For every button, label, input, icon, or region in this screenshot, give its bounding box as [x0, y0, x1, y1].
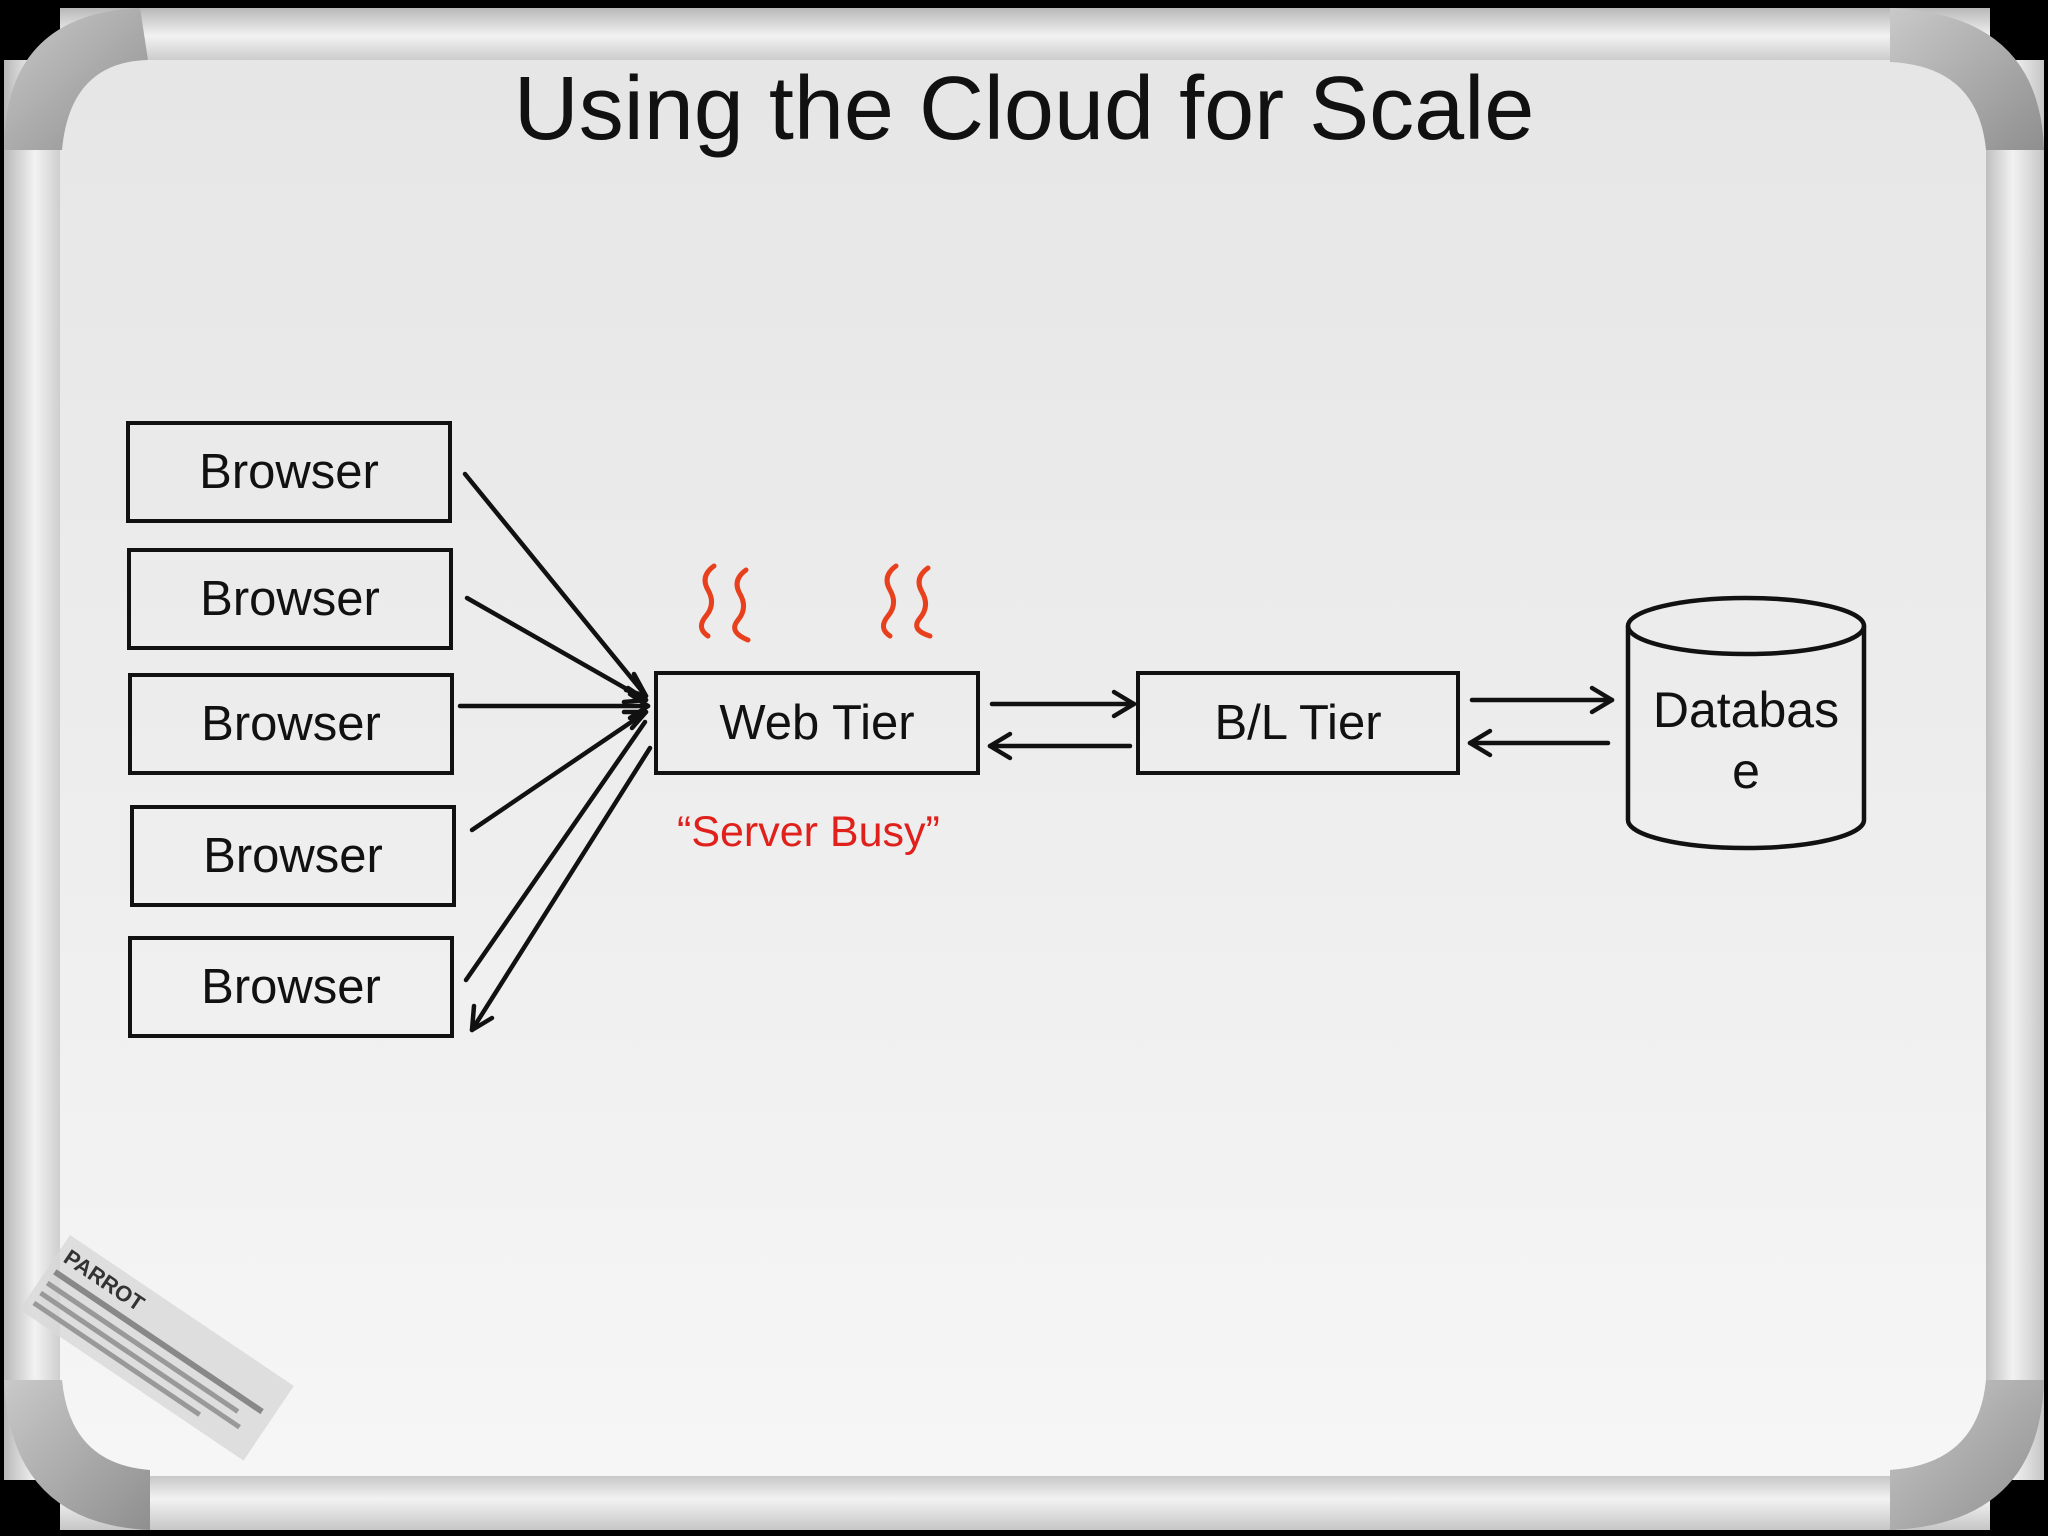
- board-frame-top: [60, 8, 1990, 64]
- browser-node: Browser: [128, 673, 454, 775]
- database-label-line1: Databas: [1652, 682, 1840, 738]
- browser-node: Browser: [128, 936, 454, 1038]
- board-corner-bottom-right: [1890, 1380, 2044, 1530]
- web-tier-node: Web Tier: [654, 671, 980, 775]
- board-corner-bottom-left: [4, 1380, 150, 1530]
- slide-title: Using the Cloud for Scale: [513, 59, 1535, 159]
- web-bl-arrows: [987, 689, 1137, 761]
- board-frame-bottom: [60, 1468, 1990, 1530]
- database-cylinder: [1625, 595, 1867, 851]
- board-frame-left: [4, 60, 66, 1480]
- server-busy-note: “Server Busy”: [677, 808, 940, 856]
- database-label-line2: e: [1732, 743, 1760, 799]
- bl-tier-node: B/L Tier: [1136, 671, 1460, 775]
- bl-db-arrows: [1467, 685, 1615, 758]
- board-sticker: PARROT: [19, 1235, 294, 1461]
- board-surface: [60, 60, 1986, 1476]
- browser-node: Browser: [127, 548, 453, 650]
- browser-to-web-arrows: [457, 471, 653, 1033]
- board-corner-top-right: [1890, 8, 2044, 150]
- heat-squiggles-icon: [699, 563, 933, 643]
- browser-node: Browser: [126, 421, 452, 523]
- board-frame-right: [1982, 60, 2044, 1480]
- database-label: Databas e: [1626, 680, 1866, 802]
- board-corner-top-left: [4, 8, 148, 150]
- browser-node: Browser: [130, 805, 456, 907]
